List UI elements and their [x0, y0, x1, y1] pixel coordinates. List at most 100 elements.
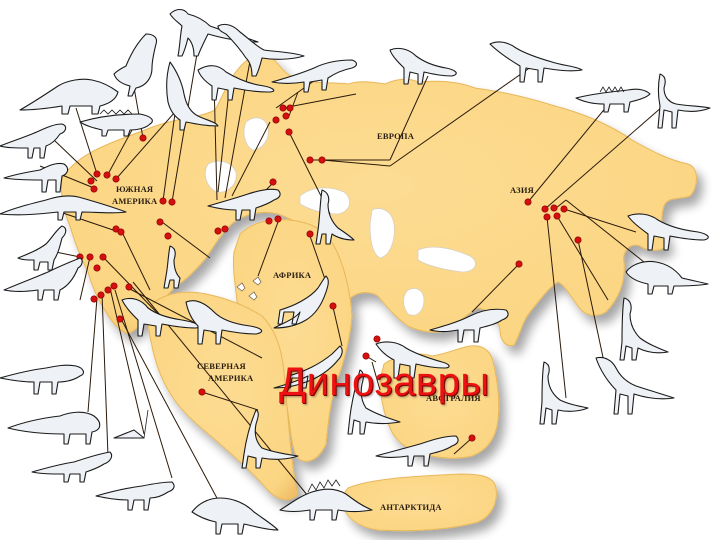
fossil-site-dot[interactable] [97, 291, 105, 299]
fossil-site-dot[interactable] [468, 434, 476, 442]
dinosaur-icon [185, 300, 263, 345]
footprint-icon [236, 282, 246, 292]
dinosaur-icon [389, 47, 457, 85]
dinosaur-icon [375, 435, 459, 467]
dinosaur-icon [191, 497, 279, 535]
fossil-site-dot[interactable] [110, 282, 118, 290]
fossil-site-dot[interactable] [543, 213, 551, 221]
footprint-icon [248, 291, 258, 301]
fossil-site-dot[interactable] [221, 225, 229, 233]
dinosaur-icon [166, 61, 219, 131]
fossil-site-dot[interactable] [560, 205, 568, 213]
fossil-site-dot[interactable] [282, 112, 290, 120]
fossil-site-dot[interactable] [306, 156, 314, 164]
footprint-icon [252, 276, 262, 286]
sea-gulf [204, 160, 237, 193]
fossil-site-dot[interactable] [117, 228, 125, 236]
dinosaur-icon [271, 59, 358, 93]
fossil-site-dot[interactable] [87, 177, 95, 185]
sea-asia-lake [403, 288, 425, 316]
fossil-site-dot[interactable] [541, 205, 549, 213]
fossil-site-dot[interactable] [93, 170, 101, 178]
fossil-site-dot[interactable] [550, 204, 558, 212]
dinosaur-icon [0, 123, 67, 159]
dinosaur-icon [113, 33, 158, 97]
fossil-site-dot[interactable] [265, 217, 273, 225]
fossil-site-dot[interactable] [156, 218, 164, 226]
dinosaur-icon [3, 162, 69, 193]
fossil-site-dot[interactable] [93, 264, 101, 272]
dinosaur-icon [19, 78, 119, 115]
label-north-america-2: АМЕРИКА [208, 373, 254, 383]
fossil-site-dot[interactable] [515, 260, 523, 268]
dinosaur-icon [169, 8, 259, 57]
dinosaur-icon [273, 345, 343, 389]
dinosaur-icon [315, 189, 355, 245]
fossil-site-dot[interactable] [269, 178, 277, 186]
landmass-main [61, 54, 697, 347]
dinosaur-icon [241, 409, 299, 469]
dinosaur-icon [625, 260, 709, 295]
fossil-site-dot[interactable] [274, 215, 282, 223]
dinosaur-icon [7, 411, 101, 445]
fossil-site-dot[interactable] [104, 286, 112, 294]
dinosaur-icon [347, 369, 401, 435]
fossil-bone-marker [113, 409, 149, 439]
fossil-site-dot[interactable] [90, 295, 98, 303]
label-south-america: ЮЖНАЯ [116, 184, 153, 194]
dinosaur-icon [197, 65, 275, 101]
fossil-site-dot[interactable] [318, 156, 326, 164]
fossil-site-dot[interactable] [524, 198, 532, 206]
dinosaur-icon [217, 23, 305, 77]
fossil-site-dot[interactable] [373, 335, 381, 343]
dinosaur-icon [79, 109, 153, 137]
label-antarctica: АНТАРКТИДА [380, 502, 442, 512]
fossil-site-dot[interactable] [279, 104, 287, 112]
fossil-site-dot[interactable] [553, 212, 561, 220]
fossil-site-dot[interactable] [90, 185, 98, 193]
dinosaur-icon [273, 275, 329, 329]
fossil-site-dot[interactable] [164, 232, 172, 240]
fossil-site-dot[interactable] [574, 236, 582, 244]
fossil-site-dot[interactable] [214, 227, 222, 235]
dinosaur-icon [575, 86, 651, 113]
dinosaur-icon [627, 213, 709, 251]
label-africa: АФРИКА [273, 270, 312, 280]
dinosaur-illustrations [0, 8, 711, 535]
fossil-site-dot[interactable] [168, 198, 176, 206]
fossil-site-dot[interactable] [362, 352, 370, 360]
page-title: Динозавры [279, 360, 490, 404]
dinosaur-icon [163, 245, 181, 289]
fossil-site-dot[interactable] [285, 128, 293, 136]
label-australia: АВСТРАЛИЯ [426, 393, 481, 403]
fossil-site-dot[interactable] [286, 104, 294, 112]
sea-asia-inner [417, 246, 476, 273]
footprint-icons [236, 276, 262, 301]
fossil-site-dot[interactable] [306, 230, 314, 238]
fossil-site-dot[interactable] [125, 283, 133, 291]
dinosaur-icon [375, 341, 450, 379]
fossil-site-dot[interactable] [86, 253, 94, 261]
fossil-site-dot[interactable] [103, 171, 111, 179]
dinosaur-icon [279, 479, 373, 521]
dinosaur-icon [657, 73, 711, 129]
fossil-site-dot[interactable] [329, 302, 337, 310]
region-labels: ЮЖНАЯ АМЕРИКА ЕВРОПА АЗИЯ АФРИКА СЕВЕРНА… [112, 131, 534, 512]
fossil-site-dot[interactable] [99, 253, 107, 261]
leader-lines [39, 35, 671, 501]
fossil-site-dot[interactable] [272, 116, 280, 124]
fossil-site-dot[interactable] [159, 197, 167, 205]
fossil-site-dot[interactable] [116, 315, 124, 323]
fossil-site-dot[interactable] [139, 134, 147, 142]
landmasses [61, 54, 697, 532]
dinosaur-icon [595, 356, 675, 415]
dinosaur-icon [31, 451, 113, 483]
dinosaur-icon [489, 41, 583, 83]
label-europe: ЕВРОПА [377, 131, 415, 141]
fossil-site-dot[interactable] [112, 175, 120, 183]
dinosaur-icon [121, 297, 200, 337]
dinosaur-icon [95, 481, 175, 511]
fossil-site-dot[interactable] [198, 388, 206, 396]
dinosaur-icon [0, 195, 127, 221]
